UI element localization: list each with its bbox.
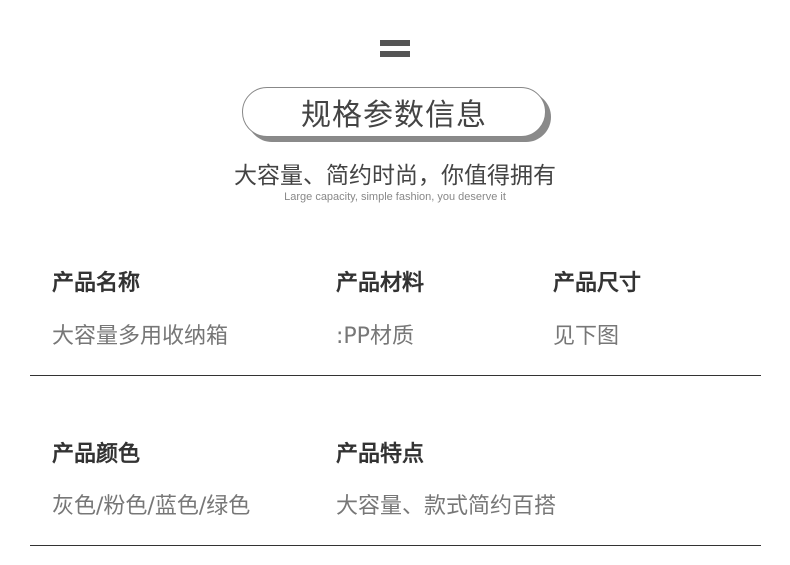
equal-icon-bottom-bar <box>380 51 410 57</box>
subtitle-english: Large capacity, simple fashion, you dese… <box>284 191 506 203</box>
equal-icon <box>380 38 410 60</box>
spec-value-product-color: 灰色/粉色/蓝色/绿色 <box>52 494 251 519</box>
spec-value-product-size: 见下图 <box>553 324 620 349</box>
subtitle-chinese: 大容量、简约时尚，你值得拥有 <box>234 163 556 189</box>
divider-row1 <box>30 375 761 376</box>
spec-value-product-material: :PP材质 <box>336 324 414 349</box>
spec-label-product-name: 产品名称 <box>52 271 141 296</box>
equal-icon-top-bar <box>380 40 410 46</box>
spec-label-product-material: 产品材料 <box>336 271 425 296</box>
spec-label-product-color: 产品颜色 <box>52 442 141 467</box>
spec-label-product-size: 产品尺寸 <box>553 271 642 296</box>
divider-row2 <box>30 545 761 546</box>
title-pill: 规格参数信息 <box>242 87 546 137</box>
spec-label-product-features: 产品特点 <box>336 442 425 467</box>
spec-value-product-features: 大容量、款式简约百搭 <box>336 494 557 519</box>
page-title: 规格参数信息 <box>301 98 487 133</box>
spec-value-product-name: 大容量多用收纳箱 <box>52 324 229 349</box>
